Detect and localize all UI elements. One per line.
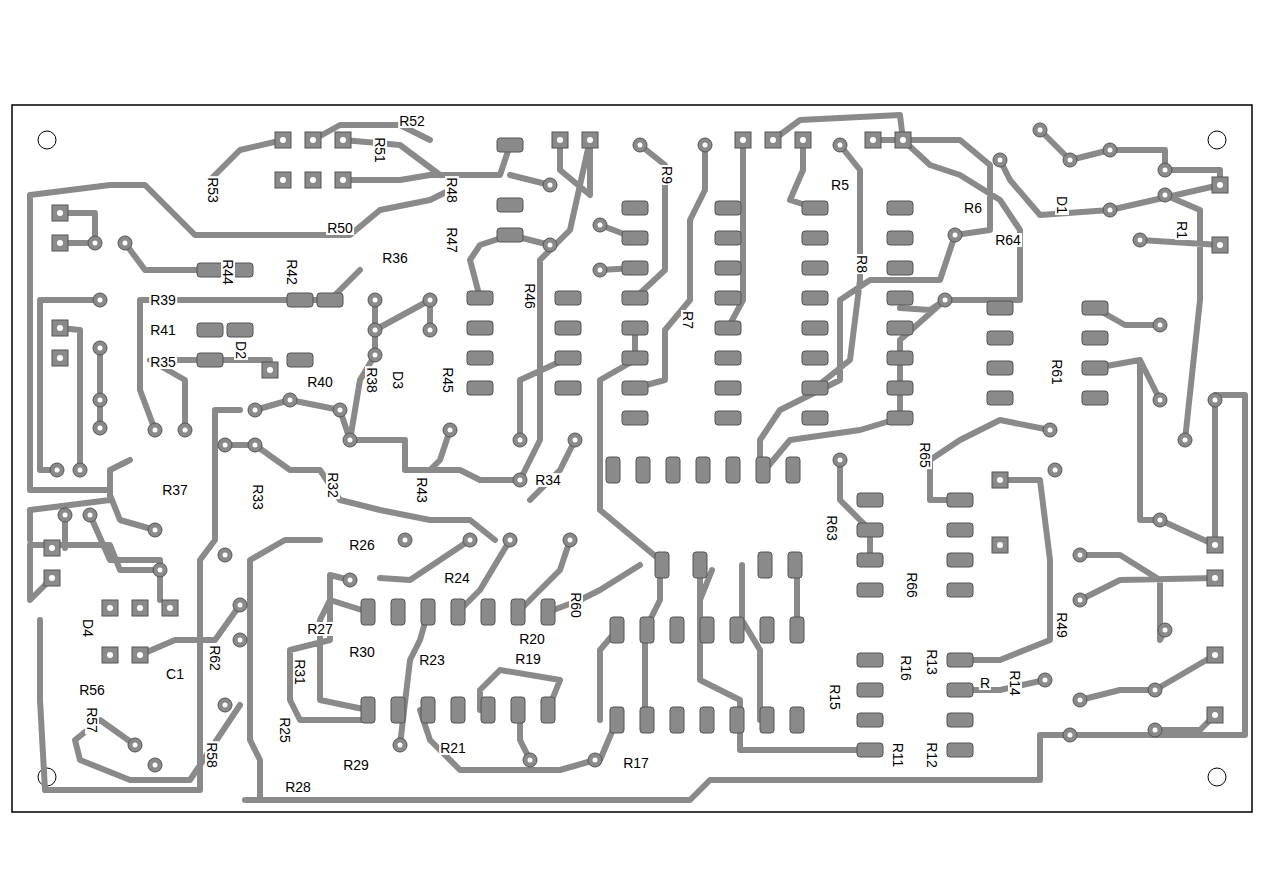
part-label: R44: [221, 258, 235, 286]
part-label: R29: [342, 758, 370, 772]
part-label: R42: [285, 258, 299, 286]
part-label: R51: [373, 136, 387, 164]
part-label: R36: [381, 251, 409, 265]
part-label: R5: [830, 178, 850, 192]
part-label: R53: [206, 176, 220, 204]
part-label: R11: [891, 742, 905, 769]
part-label: R60: [569, 591, 583, 619]
board-outline: [12, 105, 1252, 812]
part-label: R32: [326, 471, 340, 499]
square-pads: [44, 132, 1228, 723]
part-label: R66: [905, 571, 919, 599]
part-label: R45: [441, 366, 455, 394]
part-label: R47: [445, 226, 459, 254]
part-label: D2: [234, 340, 248, 360]
part-label: R62: [208, 644, 222, 672]
part-label: R: [979, 676, 991, 690]
part-label: R16: [899, 654, 913, 682]
part-label: R50: [326, 221, 354, 235]
part-label: R26: [348, 538, 376, 552]
part-label: R63: [825, 514, 839, 542]
part-label: R46: [523, 282, 537, 310]
part-label: R35: [149, 355, 177, 369]
part-label: R64: [994, 233, 1022, 247]
part-label: R25: [278, 716, 292, 744]
part-label: R13: [925, 648, 939, 676]
part-label: R57: [85, 706, 99, 734]
part-label: C1: [165, 667, 185, 681]
part-label: R19: [514, 652, 542, 666]
part-label: R17: [622, 756, 650, 770]
copper-traces: [30, 115, 1245, 800]
part-label: R9: [660, 165, 674, 185]
part-label: D4: [81, 618, 95, 638]
part-label: R20: [518, 632, 546, 646]
part-label: R12: [925, 741, 939, 769]
part-label: R31: [293, 658, 307, 686]
part-label: R65: [918, 441, 932, 469]
part-label: R52: [398, 114, 426, 128]
part-label: R28: [284, 780, 312, 794]
part-label: R56: [78, 683, 106, 697]
part-label: R48: [445, 176, 459, 204]
part-label: R58: [205, 741, 219, 769]
part-label: R14: [1008, 669, 1022, 697]
part-label: R24: [443, 571, 471, 585]
part-label: R38: [365, 366, 379, 394]
part-label: R27: [306, 622, 334, 636]
part-label: R49: [1055, 611, 1069, 639]
part-label: R34: [534, 473, 562, 487]
part-label: R37: [161, 483, 189, 497]
part-label: R15: [828, 683, 842, 711]
part-label: R6: [963, 201, 983, 215]
round-pads: [50, 123, 1222, 772]
part-label: R40: [306, 375, 334, 389]
part-label: D3: [391, 370, 405, 390]
part-label: R23: [418, 653, 446, 667]
part-label: R43: [415, 476, 429, 504]
part-label: R30: [348, 645, 376, 659]
part-label: R8: [855, 254, 869, 274]
part-label: R41: [149, 323, 177, 337]
part-label: R61: [1050, 358, 1064, 386]
part-label: R39: [149, 293, 177, 307]
part-label: R33: [251, 483, 265, 511]
part-label: D1: [1055, 195, 1069, 215]
part-label: R21: [439, 741, 467, 755]
part-label: R1: [1175, 220, 1189, 240]
part-label: R7: [681, 310, 695, 330]
ic-pads: [197, 138, 1108, 757]
